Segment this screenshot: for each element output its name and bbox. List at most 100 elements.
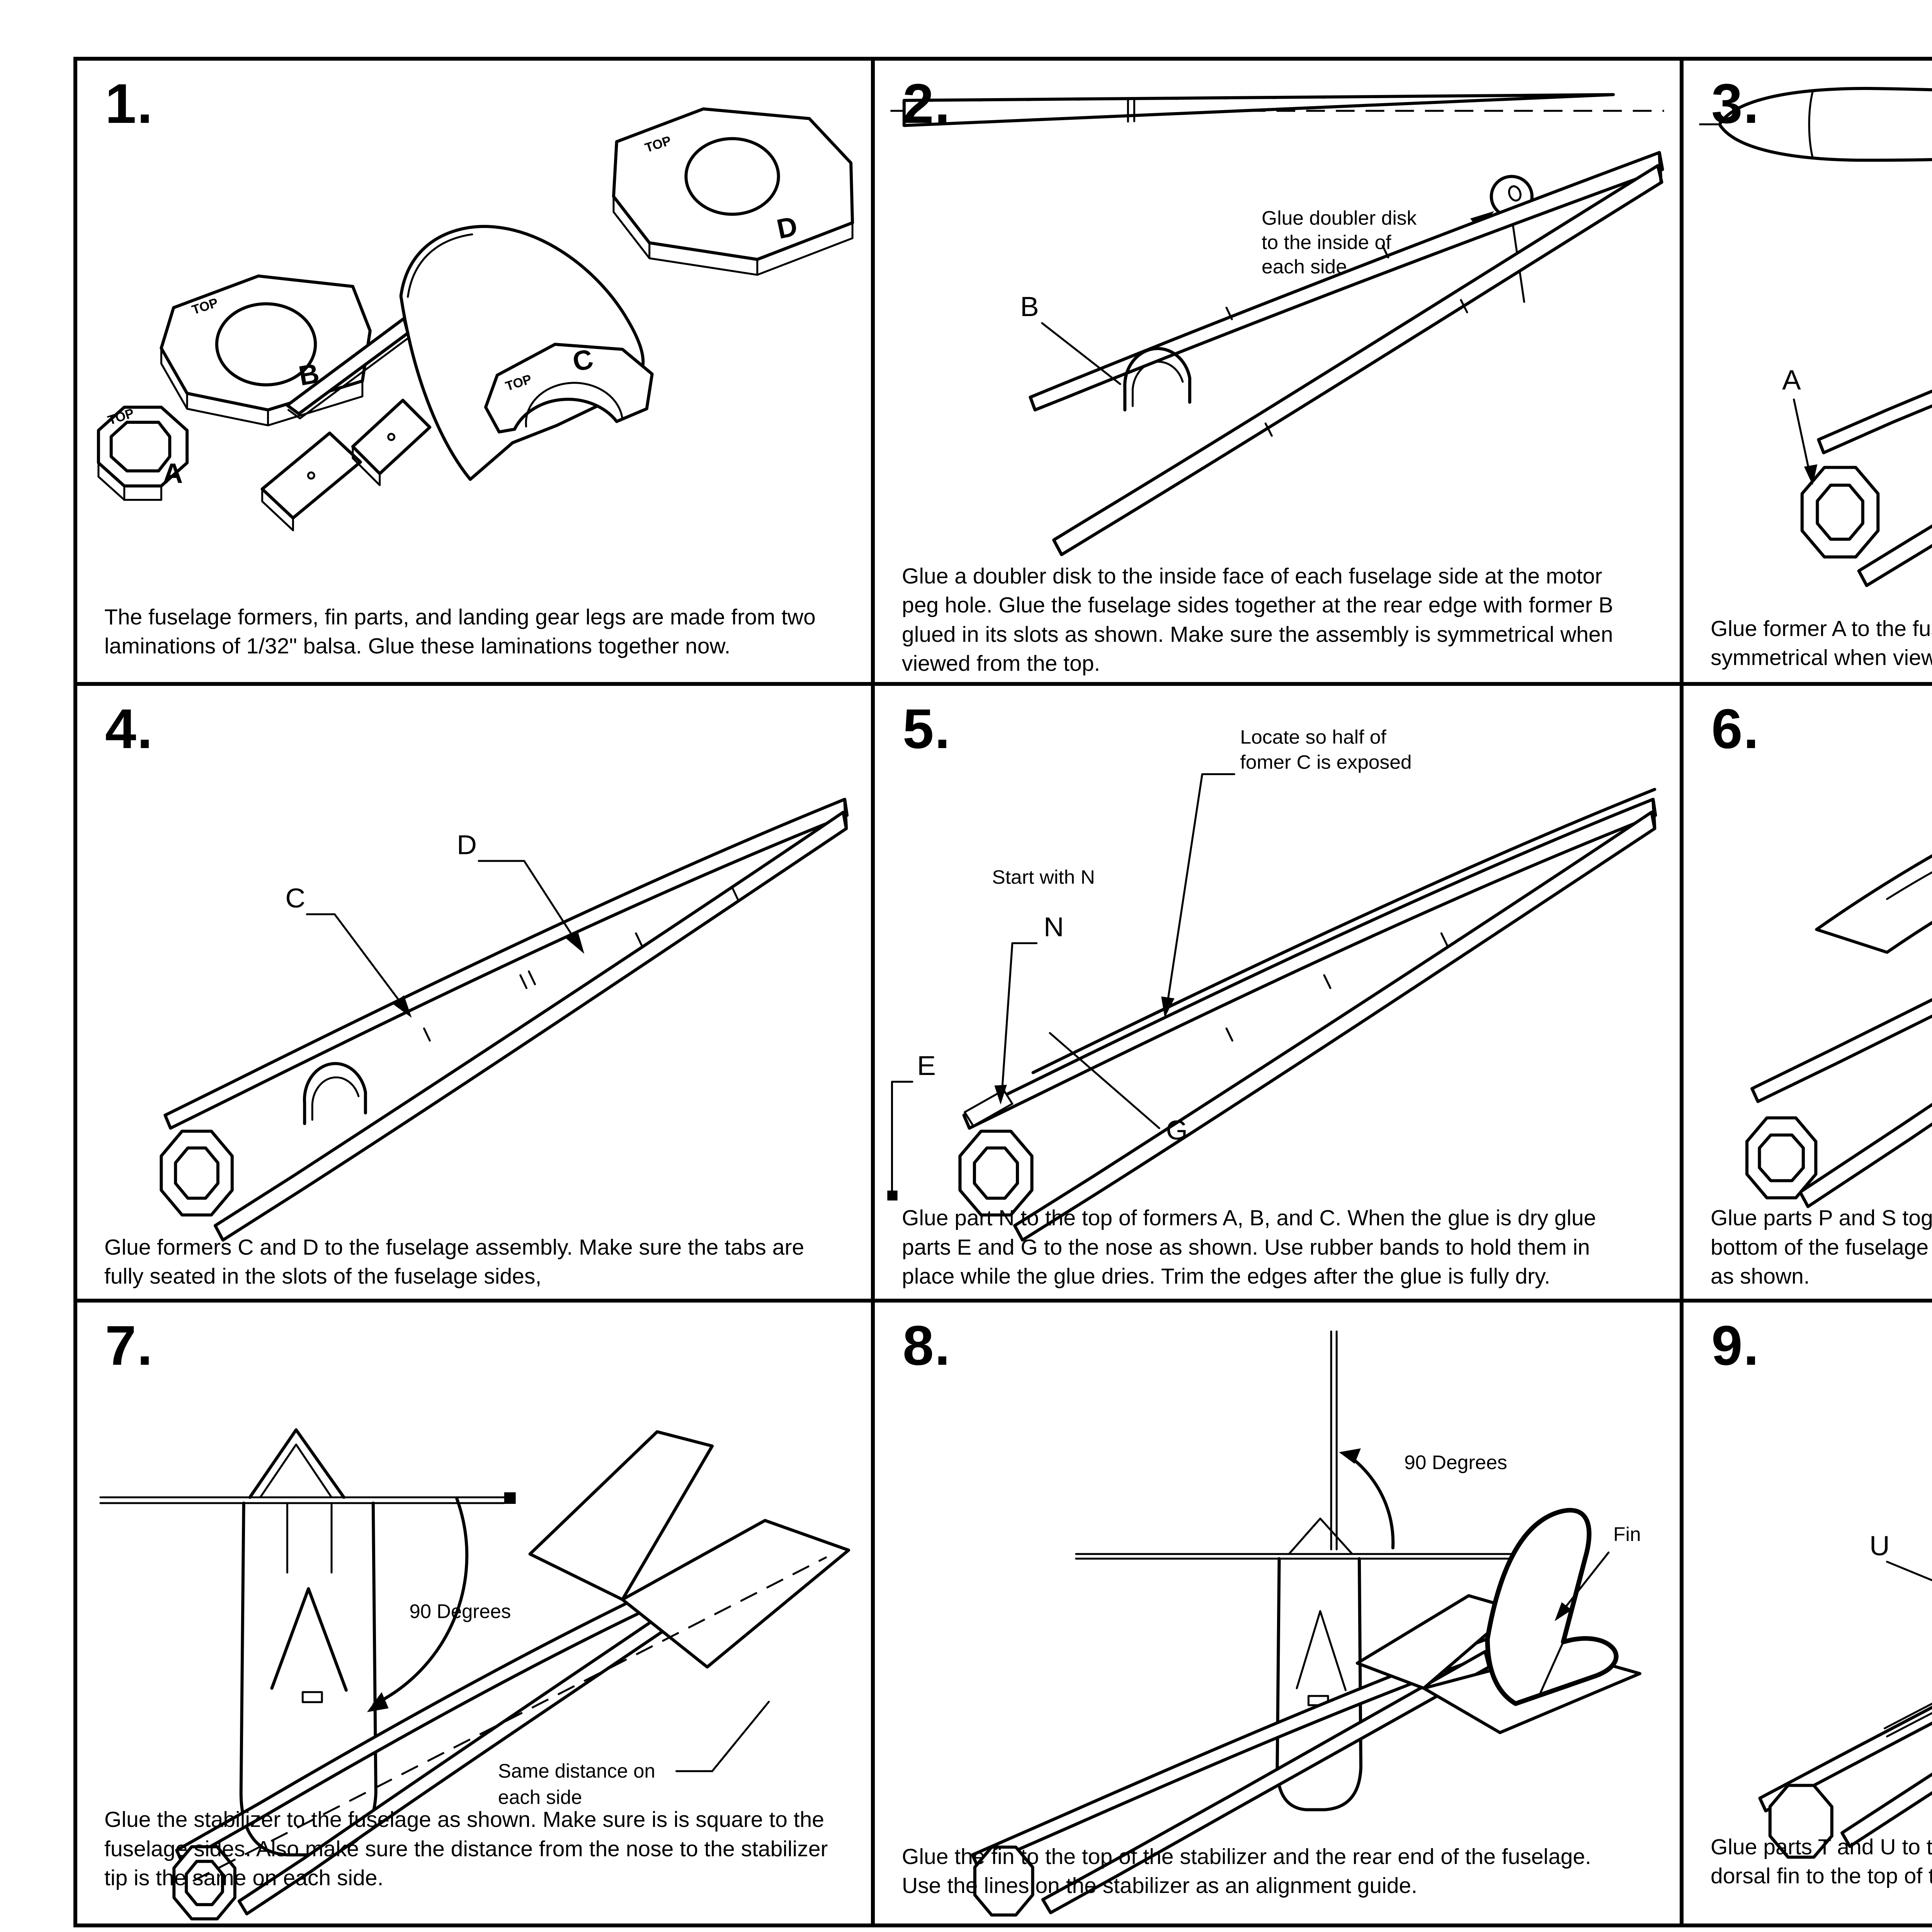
fuselage-assembly — [160, 798, 849, 1242]
former-a-octagon — [1800, 466, 1880, 559]
arrowhead-icon — [994, 1085, 1007, 1105]
fin-blank-part — [399, 225, 645, 481]
svg-text:Fin: Fin — [1613, 1523, 1641, 1545]
part-g-label: G — [1049, 1032, 1188, 1146]
tail-assembly — [1758, 1702, 1932, 1859]
step-4-caption: Glue formers C and D to the fuselage ass… — [104, 1235, 804, 1289]
svg-text:G: G — [1166, 1115, 1188, 1146]
step-number: 3. — [1711, 72, 1760, 135]
doubler-annotation: Glue doubler disk to the inside of each … — [1262, 207, 1494, 277]
svg-text:A: A — [163, 458, 183, 489]
former-a-octagon — [958, 1129, 1034, 1217]
panel-step-2: 2. Glue doubler disk to the inside of ea… — [871, 61, 1680, 682]
svg-text:fomer C is exposed: fomer C is exposed — [1240, 751, 1412, 773]
turtledeck-sheet — [1815, 854, 1932, 954]
svg-text:N: N — [1044, 912, 1064, 942]
step-7-caption: Glue the stabilizer to the fuselage as s… — [104, 1807, 828, 1890]
locate-annotation: Locate so half of fomer C is exposed — [1161, 726, 1412, 1018]
arrowhead-icon — [392, 995, 412, 1018]
step-8-drawing: 90 Degrees Fin — [971, 1330, 1641, 1917]
fuselage-with-fin — [971, 1508, 1641, 1917]
step-5-drawing: Locate so half of fomer C is exposed Sta… — [887, 726, 1657, 1242]
arrowhead-icon — [1554, 1602, 1572, 1621]
svg-text:D: D — [457, 830, 477, 861]
step-2-drawing: Glue doubler disk to the inside of each … — [890, 93, 1664, 556]
svg-text:to the inside of: to the inside of — [1262, 231, 1391, 253]
panel-step-6: 6. M P — [1680, 682, 1932, 1299]
step-4-drawing: C D — [160, 798, 849, 1242]
former-a-octagon — [172, 1845, 236, 1921]
arrowhead-icon — [887, 1190, 898, 1201]
svg-text:Glue doubler disk: Glue doubler disk — [1262, 207, 1417, 229]
svg-text:Same distance on: Same distance on — [498, 1760, 655, 1782]
svg-text:Start with N: Start with N — [992, 866, 1095, 888]
arrowhead-icon — [1161, 996, 1175, 1018]
panel-step-7: 7. 90 Degrees — [77, 1299, 871, 1923]
svg-text:90 Degrees: 90 Degrees — [409, 1600, 511, 1622]
arrowhead-icon — [367, 1692, 389, 1713]
instruction-sheet: 1. TOP D TOP B TOP A — [73, 57, 1932, 1927]
former-a-octagon — [1768, 1784, 1833, 1859]
step-number: 1. — [105, 72, 153, 135]
panel-step-1: 1. TOP D TOP B TOP A — [77, 61, 871, 682]
panel-step-3: 3. A Glue former A to the fu — [1680, 61, 1932, 682]
step-1-drawing: TOP D TOP B TOP A — [97, 107, 854, 531]
step-2-caption: Glue a doubler disk to the inside face o… — [902, 564, 1613, 676]
part-u-label: U — [1869, 1530, 1932, 1582]
same-distance-annotation: Same distance on each side — [498, 1701, 770, 1808]
svg-text:Locate so half of: Locate so half of — [1240, 726, 1386, 748]
former-a-octagon — [160, 1129, 234, 1217]
former-a-label: A — [1782, 364, 1818, 485]
step-3-caption: Glue former A to the fuselage assembly. … — [1711, 616, 1932, 670]
step-number: 7. — [105, 1314, 153, 1377]
part-e-label: E — [887, 1051, 936, 1201]
former-a-octagon — [973, 1845, 1034, 1917]
dorsal-fin-blank-part — [286, 317, 410, 420]
svg-text:U: U — [1869, 1530, 1890, 1561]
svg-text:each side: each side — [1262, 256, 1347, 278]
former-c-label: C — [285, 883, 412, 1018]
fuselage-sides-assembly — [1029, 151, 1664, 556]
step-number: 9. — [1711, 1314, 1760, 1377]
former-b-part: TOP B — [160, 274, 372, 427]
svg-text:each side: each side — [498, 1786, 582, 1808]
fuselage-with-stabilizer — [172, 1430, 850, 1921]
svg-text:A: A — [1782, 364, 1801, 395]
fin-label: Fin — [1554, 1523, 1641, 1621]
step-8-caption: Glue the fin to the top of the stabilize… — [902, 1844, 1592, 1898]
svg-text:B: B — [1020, 292, 1039, 323]
fuselage-assembly — [1800, 389, 1932, 587]
step-3-drawing: A — [1699, 87, 1932, 587]
step-number: 6. — [1711, 697, 1760, 760]
step-number: 2. — [903, 72, 951, 135]
former-a-octagon — [1745, 1116, 1818, 1199]
step-number: 4. — [105, 697, 153, 760]
former-a-part: TOP A — [97, 405, 189, 501]
stabilizer-left — [528, 1430, 714, 1601]
svg-text:90 Degrees: 90 Degrees — [1404, 1451, 1507, 1473]
stabilizer-right — [621, 1519, 850, 1669]
top-view — [890, 93, 1664, 127]
step-number: 5. — [903, 697, 951, 760]
panel-step-4: 4. C D Glue formers — [77, 682, 871, 1299]
arrowhead-icon — [566, 931, 585, 954]
step-number: 8. — [903, 1314, 951, 1377]
fin-squareness-inset: 90 Degrees — [1075, 1330, 1532, 1811]
step-9-caption: Glue parts T and U to the top of the fus… — [1711, 1834, 1932, 1888]
step-6-caption: Glue parts P and S together. Once the gl… — [1711, 1206, 1932, 1289]
top-view — [1699, 87, 1932, 162]
landing-gear-legs-part — [260, 398, 432, 531]
svg-text:E: E — [917, 1051, 936, 1081]
fuselage-assembly — [958, 788, 1657, 1242]
panel-step-8: 8. 90 Degrees — [871, 1299, 1680, 1923]
former-d-label: D — [457, 830, 585, 954]
former-c-part: TOP C — [484, 343, 654, 434]
step-1-caption: The fuselage formers, fin parts, and lan… — [104, 604, 816, 658]
step-9-drawing: U Dorsal fin T — [1758, 1530, 1932, 1859]
step-5-caption: Glue part N to the top of formers A, B, … — [902, 1206, 1596, 1289]
step-7-drawing: 90 Degrees Same distance on each side — [99, 1428, 850, 1921]
part-u-strip — [1883, 1702, 1932, 1738]
fin-part — [1485, 1508, 1619, 1706]
start-with-n-annotation: Start with N N — [992, 866, 1095, 1105]
former-b-label: B — [1020, 292, 1121, 385]
